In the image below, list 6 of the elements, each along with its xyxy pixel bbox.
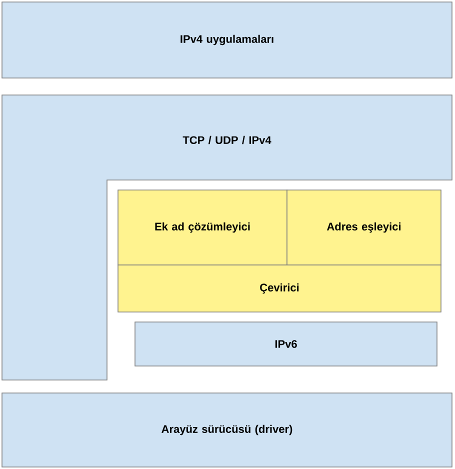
- layer-box: Ek ad çözümleyici: [118, 190, 288, 266]
- layer-box: Çevirici: [118, 264, 442, 312]
- layer-box: IPv6: [134, 322, 438, 366]
- layer-box: IPv4 uygulamaları: [2, 2, 452, 78]
- layer-box: Adres eşleyici: [286, 190, 442, 266]
- layer-box: Arayüz sürücüsü (driver): [2, 392, 452, 468]
